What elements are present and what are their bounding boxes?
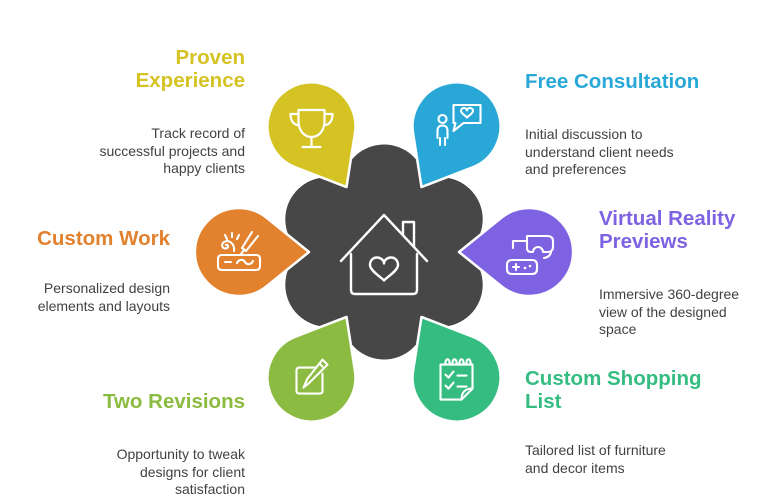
- item-description: Track record of successful projects and …: [99, 125, 245, 176]
- trophy-icon: [289, 108, 334, 149]
- center-flower-shape: [285, 144, 483, 360]
- petal-free-consultation: [411, 81, 502, 189]
- petal-two-revisions: [266, 315, 357, 423]
- item-title: Custom Shopping List: [525, 367, 702, 413]
- item-free-consultation: Free Consultation Initial discussion to …: [525, 52, 710, 197]
- petal-proven-experience: [266, 81, 357, 189]
- item-description: Tailored list of furniture and decor ite…: [525, 442, 666, 476]
- carving-tool-icon: [216, 230, 262, 272]
- item-title: Custom Work: [37, 227, 170, 250]
- item-virtual-reality-previews: Virtual Reality Previews Immersive 360-d…: [599, 189, 764, 357]
- item-title: Proven Experience: [135, 46, 245, 92]
- item-title: Virtual Reality Previews: [599, 207, 736, 253]
- item-description: Initial discussion to understand client …: [525, 126, 674, 177]
- vr-headset-icon: [505, 234, 555, 276]
- checklist-notepad-icon: [439, 358, 474, 401]
- petal-virtual-reality-previews: [457, 206, 575, 298]
- item-title: Free Consultation: [525, 70, 700, 93]
- person-chat-heart-icon: [436, 103, 482, 147]
- house-heart-icon: [339, 213, 429, 296]
- item-description: Immersive 360-degree view of the designe…: [599, 286, 740, 337]
- edit-pencil-icon: [295, 358, 329, 395]
- item-custom-work: Custom Work Personalized design elements…: [0, 209, 170, 333]
- item-custom-shopping-list: Custom Shopping List Tailored list of fu…: [525, 349, 710, 495]
- item-two-revisions: Two Revisions Opportunity to tweak desig…: [20, 372, 245, 499]
- item-description: Personalized design elements and layouts: [37, 280, 170, 314]
- petal-custom-work: [193, 206, 311, 298]
- petal-custom-shopping-list: [411, 315, 502, 423]
- item-title: Two Revisions: [102, 390, 245, 413]
- item-description: Opportunity to tweak designs for client …: [116, 446, 245, 497]
- item-proven-experience: Proven Experience Track record of succes…: [20, 28, 245, 196]
